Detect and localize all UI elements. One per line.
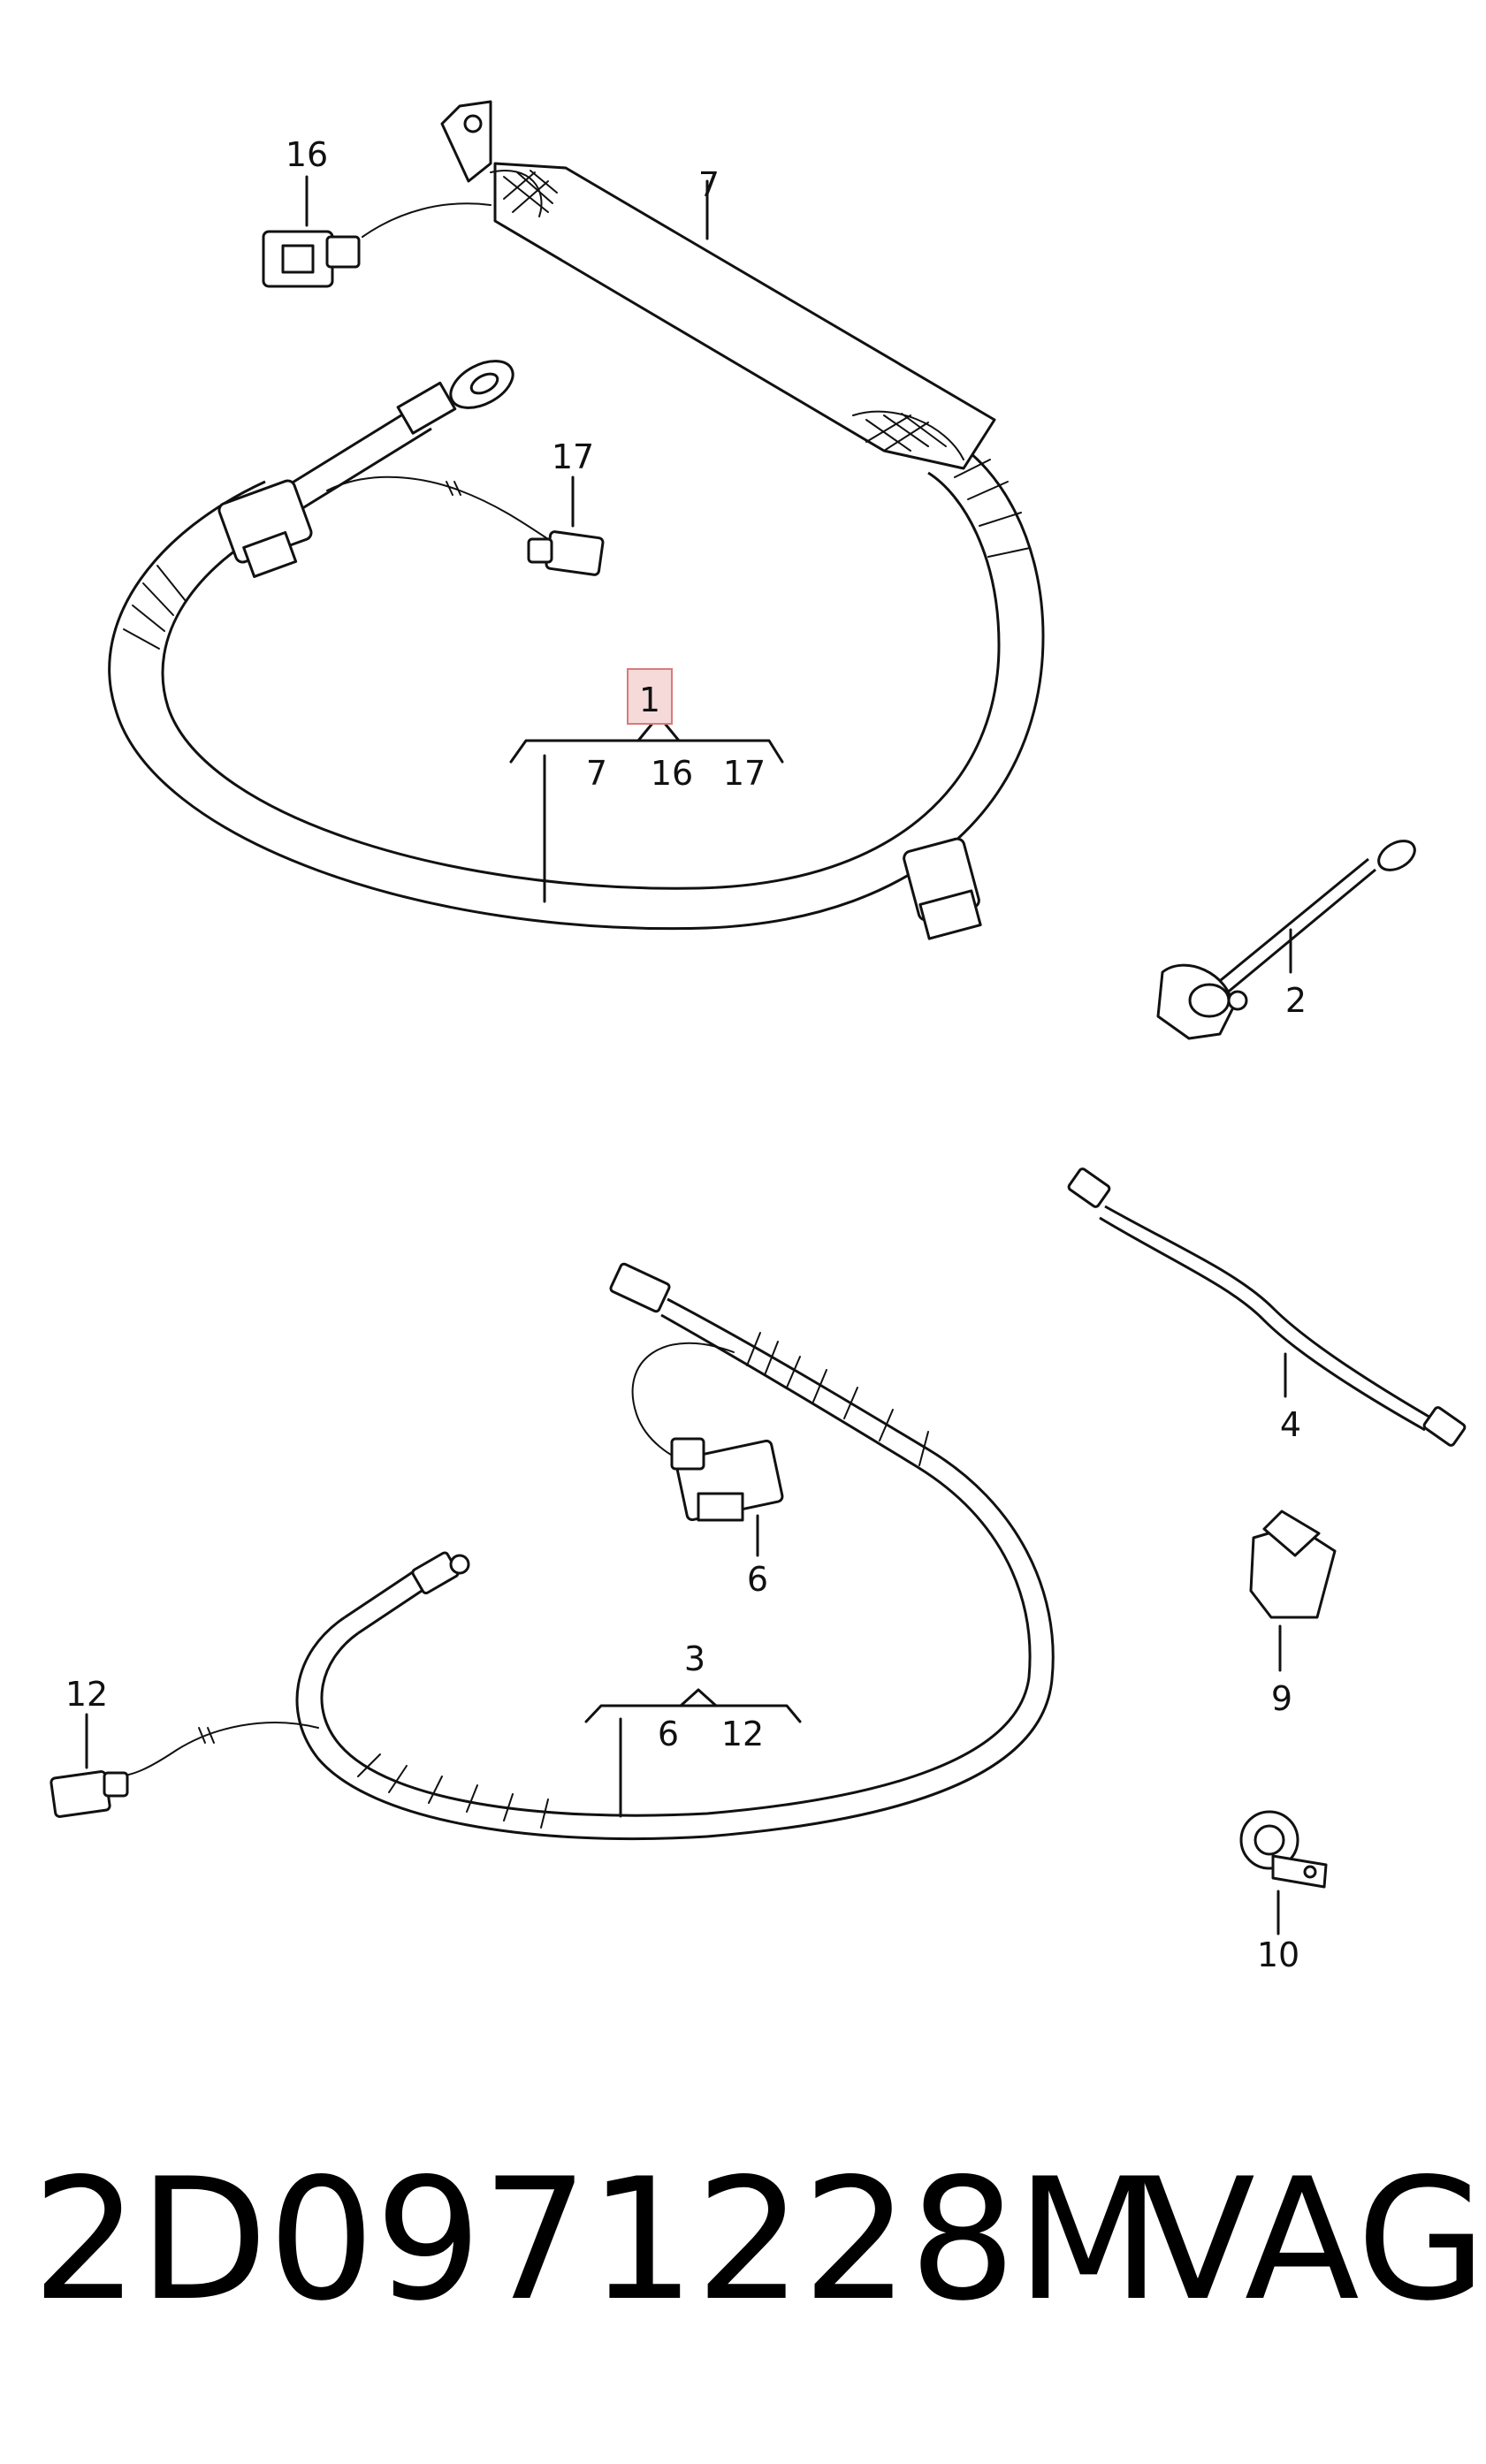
callout-7: 7 bbox=[698, 165, 720, 204]
callout-16: 16 bbox=[286, 135, 328, 174]
ground-strap-2 bbox=[1156, 840, 1416, 1040]
ground-strap-4 bbox=[1067, 1167, 1467, 1447]
callout-1-sub-7: 7 bbox=[586, 754, 607, 793]
callout-4: 4 bbox=[1280, 1405, 1301, 1444]
callout-2: 2 bbox=[1285, 981, 1307, 1020]
callout-1-sub-17: 17 bbox=[723, 754, 766, 793]
item-1-highlight bbox=[627, 668, 673, 725]
callout-17: 17 bbox=[552, 437, 594, 476]
callout-6: 6 bbox=[747, 1560, 768, 1599]
callout-3: 3 bbox=[684, 1639, 705, 1678]
callout-1-sub-16: 16 bbox=[651, 754, 693, 793]
callout-10: 10 bbox=[1257, 1935, 1299, 1974]
callout-1: 1 bbox=[639, 681, 660, 719]
battery-cable-assembly-3 bbox=[50, 1262, 1055, 1841]
cable-holder-9 bbox=[1249, 1510, 1337, 1672]
cable-clip-10 bbox=[1239, 1810, 1328, 1935]
callout-3-sub-12: 12 bbox=[721, 1715, 764, 1753]
callout-12: 12 bbox=[65, 1675, 108, 1714]
battery-cable-assembly-1 bbox=[108, 100, 1045, 940]
callout-9: 9 bbox=[1271, 1679, 1292, 1718]
brand-label: VAG bbox=[1140, 2142, 1486, 2338]
callout-3-sub-6: 6 bbox=[658, 1715, 679, 1753]
part-number: 2D0971228M bbox=[32, 2142, 1162, 2338]
